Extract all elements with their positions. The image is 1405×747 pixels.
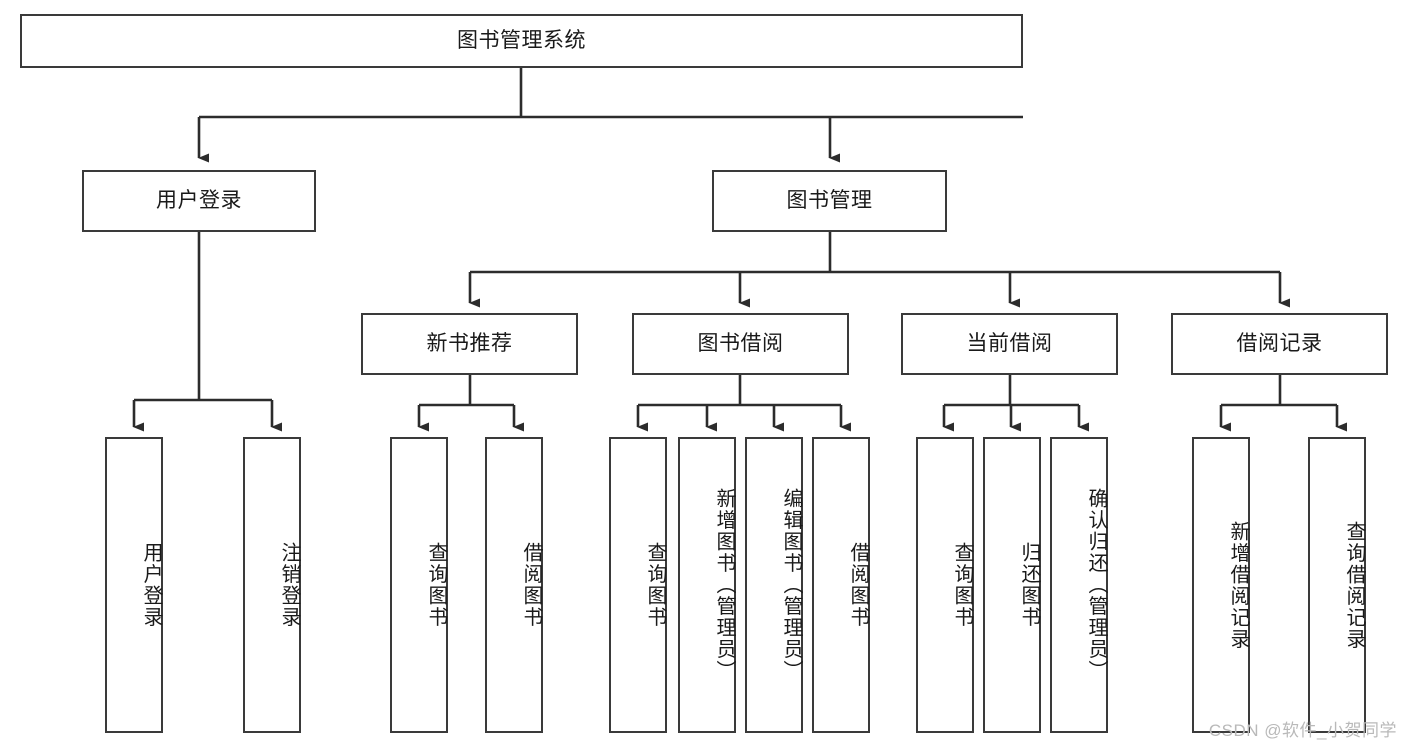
watermark: CSDN @软件_小贺同学 <box>1208 721 1397 740</box>
leaf-record-add-record[interactable]: 新增借阅记录 <box>1192 437 1250 733</box>
leaf-borrow-edit-book[interactable]: 编辑图书（管理员） <box>745 437 803 733</box>
leaf-borrow-query-book[interactable]: 查询图书 <box>609 437 667 733</box>
node-label: 借阅图书 <box>520 542 542 628</box>
node-label: 图书管理 <box>786 189 873 213</box>
node-label: 注销登录 <box>278 542 300 628</box>
node-label: 查询图书 <box>951 542 973 628</box>
node-label: 查询借阅记录 <box>1343 520 1365 650</box>
leaf-user-login-logout[interactable]: 注销登录 <box>243 437 301 733</box>
leaf-recommend-query-book[interactable]: 查询图书 <box>390 437 448 733</box>
leaf-recommend-borrow-book[interactable]: 借阅图书 <box>485 437 543 733</box>
node-label: 归还图书 <box>1018 542 1040 628</box>
node-label: 编辑图书（管理员） <box>780 488 802 682</box>
node-root-system[interactable]: 图书管理系统 <box>20 14 1023 68</box>
node-label: 新增图书（管理员） <box>713 488 735 682</box>
leaf-record-query-record[interactable]: 查询借阅记录 <box>1308 437 1366 733</box>
node-label: 用户登录 <box>140 542 162 628</box>
node-label: 用户登录 <box>156 189 242 213</box>
node-label: 当前借阅 <box>966 332 1053 356</box>
node-label: 借阅图书 <box>847 542 869 628</box>
node-new-book-recommend[interactable]: 新书推荐 <box>361 313 578 375</box>
node-user-login[interactable]: 用户登录 <box>82 170 316 232</box>
node-borrow-record[interactable]: 借阅记录 <box>1171 313 1388 375</box>
node-label: 新书推荐 <box>426 332 513 356</box>
node-label: 图书管理系统 <box>457 29 586 53</box>
leaf-borrow-borrow-book[interactable]: 借阅图书 <box>812 437 870 733</box>
leaf-borrow-add-book[interactable]: 新增图书（管理员） <box>678 437 736 733</box>
node-label: 借阅记录 <box>1236 332 1323 356</box>
node-label: 确认归还（管理员） <box>1085 488 1107 682</box>
node-current-borrow[interactable]: 当前借阅 <box>901 313 1118 375</box>
leaf-user-login-login[interactable]: 用户登录 <box>105 437 163 733</box>
node-label: 查询图书 <box>644 542 666 628</box>
node-book-management[interactable]: 图书管理 <box>712 170 947 232</box>
node-label: 图书借阅 <box>697 332 784 356</box>
leaf-current-return-book[interactable]: 归还图书 <box>983 437 1041 733</box>
leaf-current-query-book[interactable]: 查询图书 <box>916 437 974 733</box>
node-label: 新增借阅记录 <box>1227 520 1249 650</box>
leaf-current-confirm-return[interactable]: 确认归还（管理员） <box>1050 437 1108 733</box>
node-book-borrow[interactable]: 图书借阅 <box>632 313 849 375</box>
node-label: 查询图书 <box>425 542 447 628</box>
